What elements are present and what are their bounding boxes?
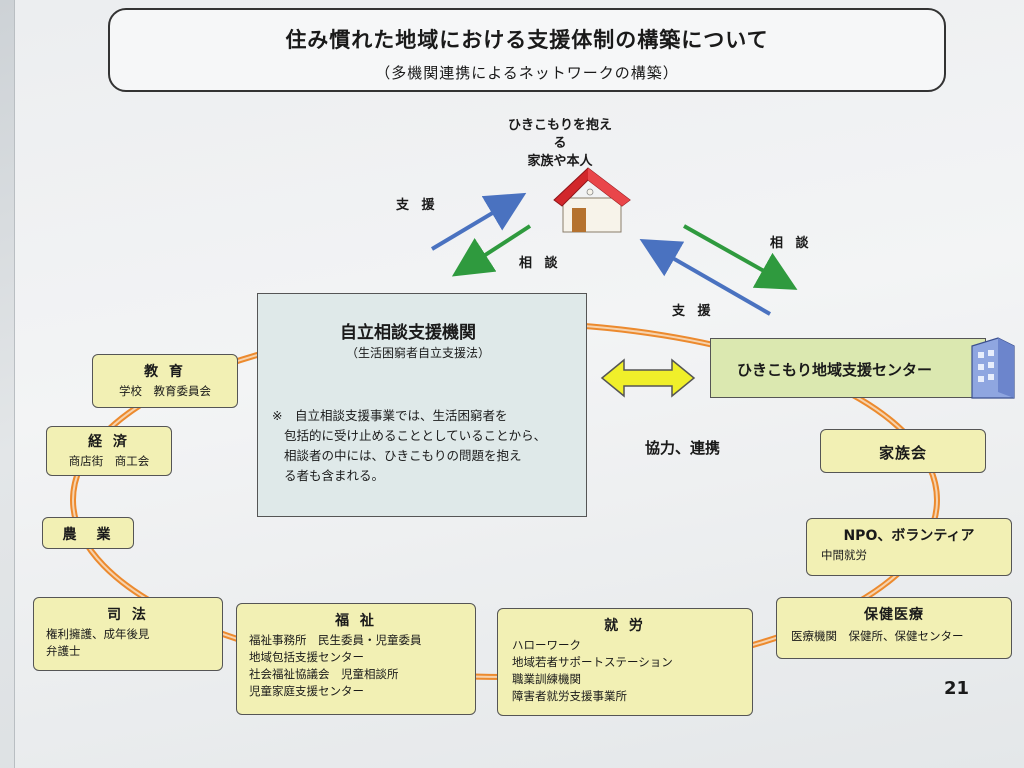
node-judiciary: 司 法 権利擁護、成年後見 弁護士 bbox=[33, 597, 223, 671]
node-welfare-line2: 地域包括支援センター bbox=[249, 650, 364, 664]
label-consult-left: 相 談 bbox=[519, 256, 562, 271]
family-label-line1: ひきこもりを抱える bbox=[507, 118, 612, 151]
node-employment-line4: 障害者就労支援事業所 bbox=[512, 689, 627, 703]
center-box-subtitle: （生活困窮者自立支援法） bbox=[346, 346, 491, 360]
self-reliance-consultation-box: 自立相談支援機関 （生活困窮者自立支援法） ※ 自立相談支援事業では、生活困窮者… bbox=[257, 293, 587, 517]
center-box-title: 自立相談支援機関 bbox=[340, 323, 476, 343]
node-welfare-heading: 福 祉 bbox=[335, 613, 377, 629]
node-family-association: 家族会 bbox=[820, 429, 986, 473]
node-judiciary-line2: 弁護士 bbox=[46, 644, 81, 658]
node-employment-line1: ハローワーク bbox=[512, 638, 581, 652]
node-employment-heading: 就 労 bbox=[604, 618, 646, 634]
center-note-line4: る者も含まれる。 bbox=[284, 468, 385, 483]
node-economy-text: 商店街 商工会 bbox=[68, 454, 150, 468]
center-note-line1: ※ 自立相談支援事業では、生活困窮者を bbox=[272, 408, 508, 423]
node-npo-heading: NPO、ボランティア bbox=[843, 528, 975, 544]
node-employment: 就 労 ハローワーク 地域若者サポートステーション 職業訓練機関 障害者就労支援… bbox=[497, 608, 753, 716]
node-health-heading: 保健医療 bbox=[864, 607, 924, 623]
diagram-subtitle: （多機関連携によるネットワークの構築） bbox=[375, 64, 679, 82]
node-economy: 経 済 商店街 商工会 bbox=[46, 426, 172, 476]
node-health-text: 医療機関 保健所、保健センター bbox=[791, 629, 964, 643]
label-consult-right: 相 談 bbox=[770, 236, 813, 251]
node-welfare-line1: 福祉事務所 民生委員・児童委員 bbox=[249, 633, 422, 647]
node-education: 教 育 学校 教育委員会 bbox=[92, 354, 238, 408]
family-label-line2: 家族や本人 bbox=[527, 154, 593, 169]
node-welfare: 福 祉 福祉事務所 民生委員・児童委員 地域包括支援センター 社会福祉協議会 児… bbox=[236, 603, 476, 715]
office-building-icon bbox=[971, 337, 1015, 399]
node-welfare-line3: 社会福祉協議会 児童相談所 bbox=[249, 667, 399, 681]
center-note-line2: 包括的に受け止めることとしていることから、 bbox=[284, 428, 547, 443]
center-box-note: ※ 自立相談支援事業では、生活困窮者を 包括的に受け止めることとしていることから… bbox=[272, 406, 578, 486]
node-agriculture-heading: 農 業 bbox=[62, 527, 114, 543]
center-note-line3: 相談者の中には、ひきこもりの問題を抱え bbox=[284, 448, 522, 463]
node-education-text: 学校 教育委員会 bbox=[119, 384, 211, 398]
node-npo-text: 中間就労 bbox=[821, 548, 867, 562]
node-economy-heading: 経 済 bbox=[88, 434, 130, 450]
arrow-support-left bbox=[430, 192, 527, 251]
hikikomori-center-label: ひきこもり地域支援センター bbox=[737, 361, 933, 379]
page-number: 21 bbox=[944, 678, 970, 699]
node-welfare-line4: 児童家庭支援センター bbox=[249, 684, 364, 698]
label-support-left: 支 援 bbox=[396, 198, 439, 213]
double-arrow-cooperation bbox=[600, 358, 696, 398]
node-employment-line2: 地域若者サポートステーション bbox=[512, 655, 673, 669]
node-judiciary-line1: 権利擁護、成年後見 bbox=[46, 627, 150, 641]
node-education-heading: 教 育 bbox=[144, 364, 186, 380]
node-judiciary-heading: 司 法 bbox=[107, 607, 149, 623]
house-icon bbox=[553, 167, 631, 233]
node-health: 保健医療 医療機関 保健所、保健センター bbox=[776, 597, 1012, 659]
node-family-association-heading: 家族会 bbox=[878, 444, 927, 462]
cooperation-label: 協力、連携 bbox=[645, 439, 721, 457]
node-agriculture: 農 業 bbox=[42, 517, 134, 549]
arrow-consult-left bbox=[451, 224, 532, 277]
title-box: 住み慣れた地域における支援体制の構築について （多機関連携によるネットワークの構… bbox=[108, 8, 946, 92]
arrow-consult-right bbox=[683, 224, 798, 290]
node-npo: NPO、ボランティア 中間就労 bbox=[806, 518, 1012, 576]
arrow-support-right bbox=[639, 239, 771, 316]
label-support-right: 支 援 bbox=[672, 304, 715, 319]
node-employment-line3: 職業訓練機関 bbox=[512, 672, 581, 686]
hikikomori-support-center-box: ひきこもり地域支援センター bbox=[710, 338, 986, 398]
family-label: ひきこもりを抱える 家族や本人 bbox=[505, 117, 615, 171]
diagram-title: 住み慣れた地域における支援体制の構築について bbox=[285, 28, 769, 52]
